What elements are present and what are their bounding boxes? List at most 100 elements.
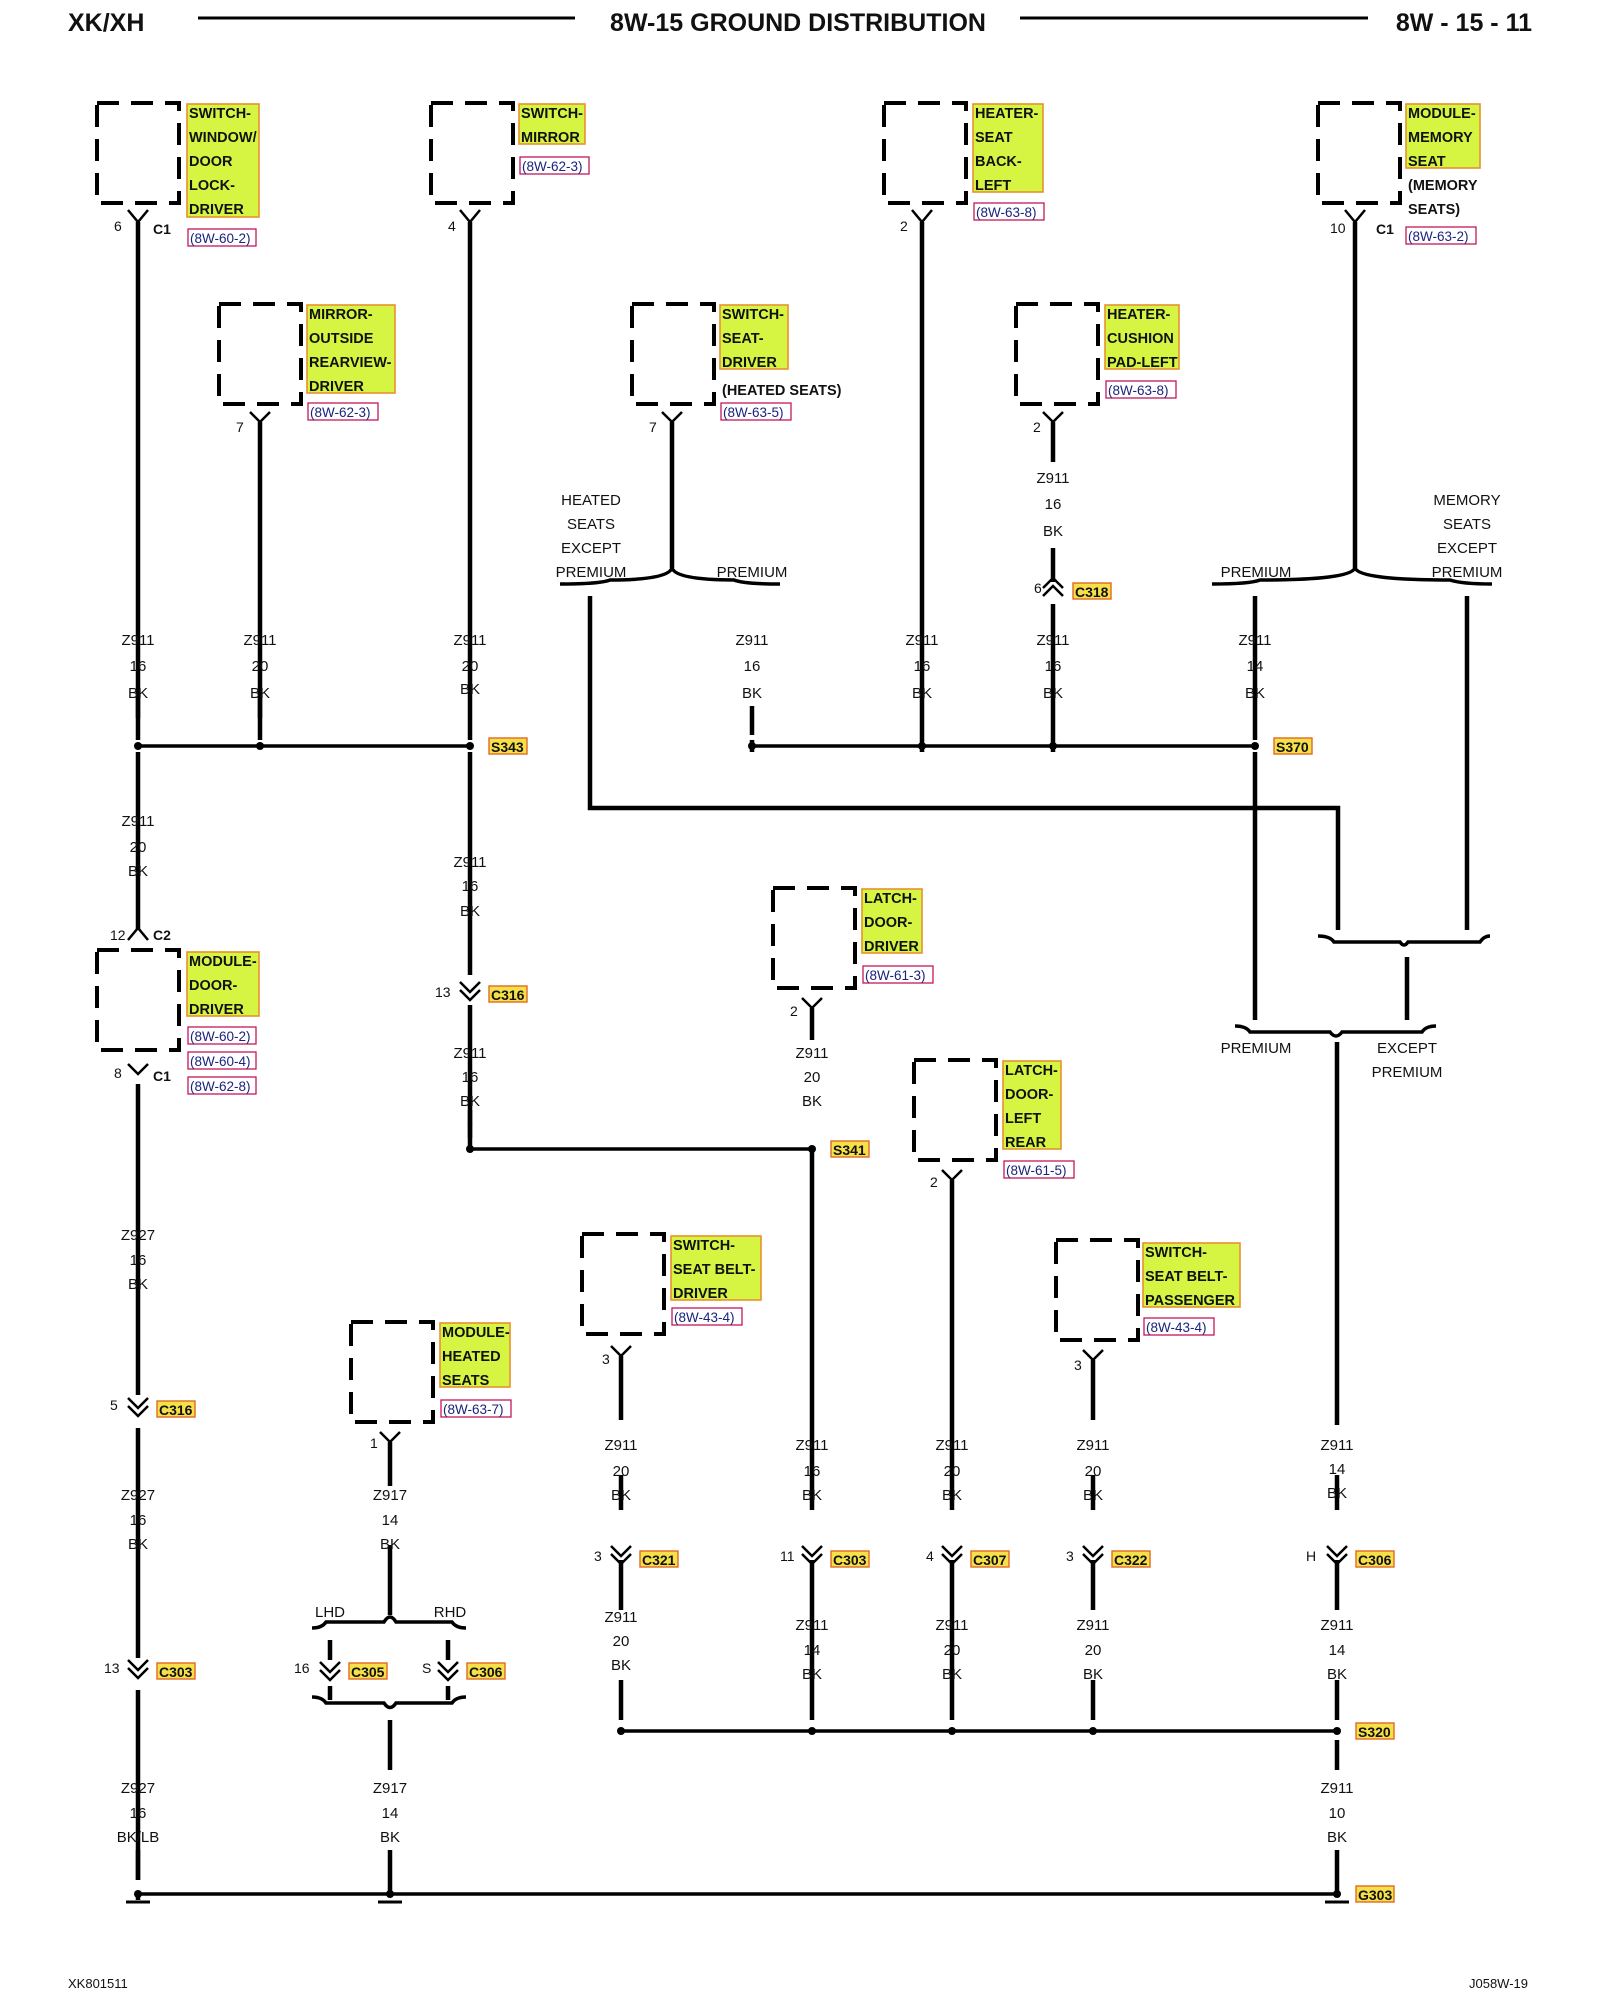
- svg-text:REARVIEW-: REARVIEW-: [309, 355, 392, 371]
- svg-text:CUSHION: CUSHION: [1107, 331, 1174, 347]
- svg-text:(8W-43-4): (8W-43-4): [1146, 1320, 1207, 1335]
- svg-text:C2: C2: [153, 927, 171, 943]
- svg-text:12: 12: [110, 927, 126, 943]
- component-module-heated-seats: MODULE- HEATED SEATS (8W-63-7) 1: [349, 1320, 512, 1451]
- svg-text:(8W-63-5): (8W-63-5): [723, 405, 784, 420]
- svg-text:SWITCH-: SWITCH-: [1145, 1245, 1207, 1261]
- svg-text:BK: BK: [802, 1093, 822, 1110]
- svg-text:16: 16: [914, 658, 931, 675]
- svg-text:16: 16: [1045, 496, 1062, 513]
- svg-text:4: 4: [448, 218, 456, 234]
- svg-text:Z911: Z911: [1036, 470, 1069, 487]
- svg-text:14: 14: [1329, 1642, 1346, 1659]
- svg-text:20: 20: [613, 1463, 630, 1480]
- svg-text:(8W-63-8): (8W-63-8): [1108, 383, 1169, 398]
- svg-text:BK: BK: [1083, 1487, 1103, 1504]
- svg-text:BK: BK: [460, 1093, 480, 1110]
- svg-text:PREMIUM: PREMIUM: [717, 564, 788, 581]
- svg-text:MEMORY: MEMORY: [1408, 130, 1473, 146]
- svg-text:BK/LB: BK/LB: [117, 1829, 160, 1846]
- ground-g303: G303: [1355, 1885, 1395, 1903]
- svg-text:6: 6: [114, 218, 122, 234]
- svg-text:16: 16: [744, 658, 761, 675]
- svg-text:BK: BK: [1327, 1485, 1347, 1502]
- svg-text:Z911: Z911: [243, 632, 276, 649]
- footer-right: J058W-19: [1469, 1976, 1528, 1991]
- svg-text:Z927: Z927: [121, 1487, 155, 1504]
- svg-text:Z911: Z911: [453, 854, 486, 871]
- svg-text:Z927: Z927: [121, 1780, 155, 1797]
- svg-text:Z911: Z911: [795, 1437, 828, 1454]
- splice-s343: S343: [488, 737, 528, 755]
- svg-text:20: 20: [944, 1642, 961, 1659]
- connector-c321: 3 C321: [594, 1548, 679, 1568]
- connector-c306-a: S C306: [422, 1660, 506, 1680]
- svg-text:S341: S341: [833, 1142, 866, 1158]
- svg-text:SWITCH-: SWITCH-: [189, 106, 251, 122]
- svg-text:BK: BK: [1043, 523, 1063, 540]
- svg-text:(8W-61-3): (8W-61-3): [865, 968, 926, 983]
- svg-text:Z911: Z911: [121, 813, 154, 830]
- svg-text:C306: C306: [469, 1664, 503, 1680]
- splice-buses: [138, 744, 1337, 1896]
- svg-text:14: 14: [382, 1805, 399, 1822]
- svg-text:HEATED: HEATED: [561, 492, 621, 509]
- svg-text:(8W-62-3): (8W-62-3): [310, 405, 371, 420]
- svg-text:16: 16: [130, 658, 147, 675]
- svg-text:HEATED: HEATED: [442, 1349, 501, 1365]
- svg-text:EXCEPT: EXCEPT: [1437, 540, 1497, 557]
- svg-text:SEAT: SEAT: [975, 130, 1013, 146]
- svg-text:SWITCH-: SWITCH-: [521, 106, 583, 122]
- svg-text:Z911: Z911: [453, 1045, 486, 1062]
- svg-text:20: 20: [462, 658, 479, 675]
- svg-text:PREMIUM: PREMIUM: [1221, 1040, 1292, 1057]
- svg-text:2: 2: [1033, 419, 1041, 435]
- svg-text:Z911: Z911: [795, 1045, 828, 1062]
- svg-text:LHD: LHD: [315, 1604, 345, 1621]
- svg-text:BK: BK: [611, 1487, 631, 1504]
- component-latch-door-left-rear: LATCH- DOOR- LEFT REAR (8W-61-5) 2: [912, 1058, 1075, 1190]
- svg-text:S: S: [422, 1660, 431, 1676]
- svg-text:BK: BK: [460, 903, 480, 920]
- svg-text:Z911: Z911: [1076, 1437, 1109, 1454]
- svg-text:BK: BK: [942, 1487, 962, 1504]
- svg-text:BK: BK: [128, 1276, 148, 1293]
- svg-text:14: 14: [804, 1642, 821, 1659]
- svg-text:BK: BK: [1327, 1666, 1347, 1683]
- svg-text:RHD: RHD: [434, 1604, 467, 1621]
- component-switch-seat-driver: SWITCH- SEAT- DRIVER (HEATED SEATS) (8W-…: [630, 302, 842, 435]
- svg-text:C307: C307: [973, 1552, 1007, 1568]
- pin-terminals: [127, 209, 1366, 1444]
- option-labels: HEATED SEATS EXCEPT PREMIUM PREMIUM PREM…: [315, 492, 1502, 1621]
- svg-text:3: 3: [594, 1548, 602, 1564]
- header-model: XK/XH: [68, 9, 144, 37]
- svg-text:16: 16: [462, 878, 479, 895]
- svg-text:BK: BK: [128, 685, 148, 702]
- svg-text:Z911: Z911: [795, 1617, 828, 1634]
- svg-text:HEATER-: HEATER-: [975, 106, 1039, 122]
- connector-c303-a: 13 C303: [104, 1660, 196, 1680]
- svg-text:Z911: Z911: [1238, 632, 1271, 649]
- splice-tags: S343 S370 S341 S320 G303: [488, 737, 1395, 1903]
- svg-text:Z911: Z911: [1320, 1780, 1353, 1797]
- svg-text:BK: BK: [611, 1657, 631, 1674]
- svg-text:Z911: Z911: [604, 1437, 637, 1454]
- svg-text:PAD-LEFT: PAD-LEFT: [1107, 355, 1178, 371]
- component-switch-window-door-lock-driver: SWITCH- WINDOW/ DOOR LOCK- DRIVER (8W-60…: [95, 101, 260, 247]
- svg-text:LATCH-: LATCH-: [864, 891, 917, 907]
- svg-text:10: 10: [1330, 220, 1346, 236]
- svg-text:16: 16: [130, 1805, 147, 1822]
- svg-text:SEATS): SEATS): [1408, 202, 1460, 218]
- svg-text:Z911: Z911: [935, 1437, 968, 1454]
- svg-text:(8W-60-2): (8W-60-2): [190, 231, 251, 246]
- svg-text:H: H: [1306, 1548, 1316, 1564]
- wire-breaks: [135, 696, 1340, 1880]
- svg-text:16: 16: [294, 1660, 310, 1676]
- svg-text:BK: BK: [460, 681, 480, 698]
- wires: [135, 222, 1470, 1900]
- inline-connector-symbols: [127, 576, 1348, 1682]
- svg-text:Z911: Z911: [1076, 1617, 1109, 1634]
- svg-text:SWITCH-: SWITCH-: [722, 307, 784, 323]
- svg-text:14: 14: [382, 1512, 399, 1529]
- svg-text:Z911: Z911: [1036, 632, 1069, 649]
